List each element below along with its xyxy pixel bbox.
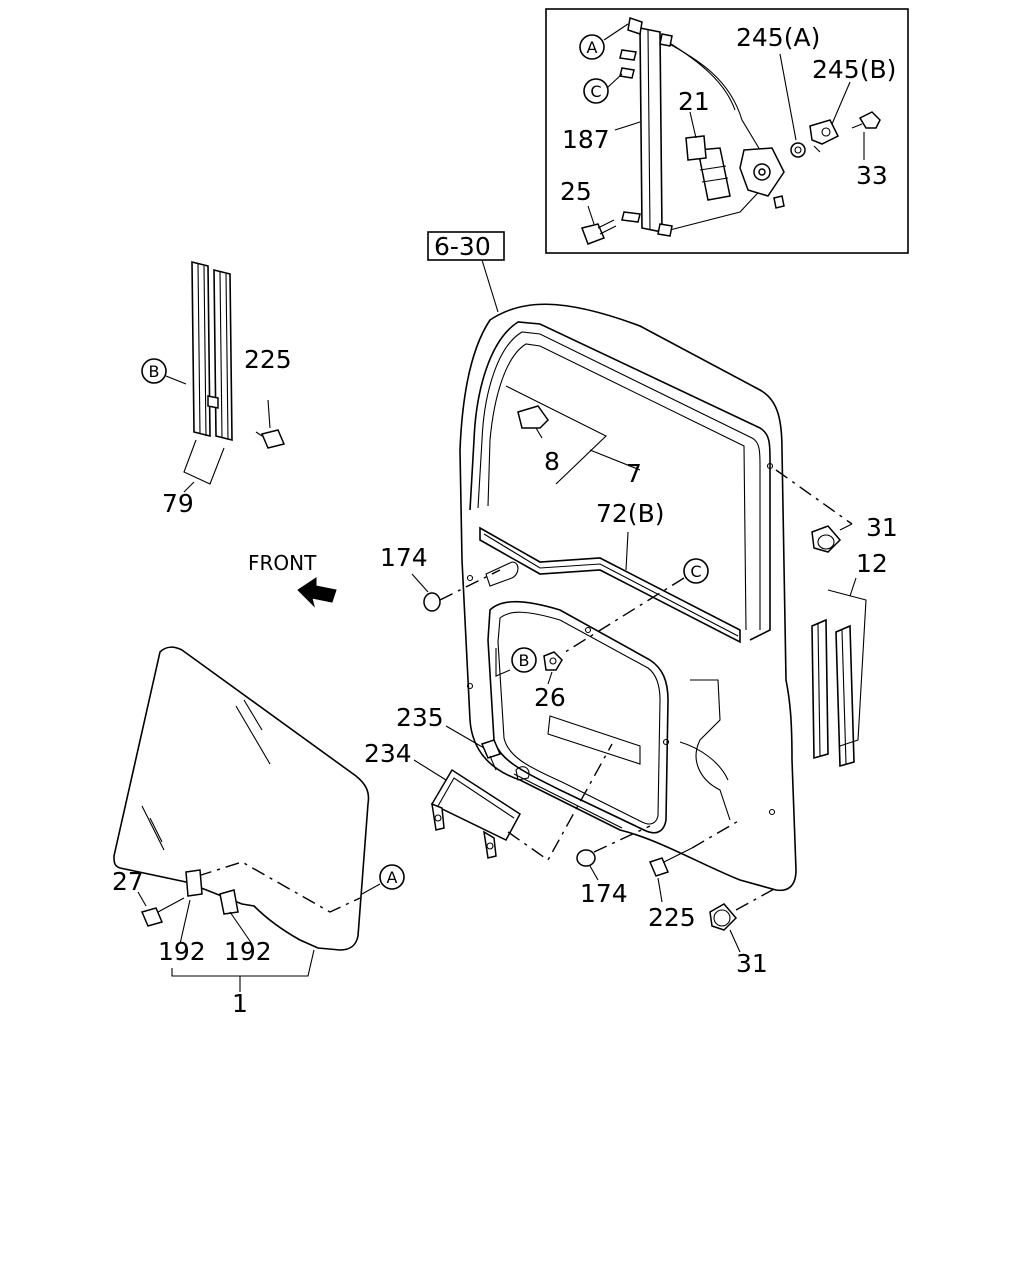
svg-text:B: B bbox=[149, 362, 160, 381]
label-25: 25 bbox=[560, 177, 592, 206]
label-245a: 245(A) bbox=[736, 23, 820, 52]
callout-c-door: C bbox=[683, 558, 709, 584]
bracket-234 bbox=[430, 768, 521, 859]
regulator-inset: A C 187 21 25 245(A) 245(B) 33 bbox=[545, 8, 909, 254]
label-187: 187 bbox=[562, 125, 610, 154]
label-245b: 245(B) bbox=[812, 55, 896, 84]
label-27: 27 bbox=[112, 867, 144, 896]
label-7: 7 bbox=[626, 459, 642, 488]
label-174-lower: 174 bbox=[580, 879, 628, 908]
label-12: 12 bbox=[856, 549, 888, 578]
label-192-b: 192 bbox=[224, 937, 272, 966]
label-235: 235 bbox=[396, 703, 444, 732]
motor-assembly bbox=[685, 135, 785, 209]
grommet-245b bbox=[809, 119, 840, 153]
hole-plug-174-upper bbox=[423, 592, 441, 612]
bumper-31-lower bbox=[709, 903, 738, 931]
bolt-225-rear bbox=[255, 429, 286, 449]
label-72b: 72(B) bbox=[596, 499, 664, 528]
inset-frame bbox=[545, 8, 909, 254]
callout-a-inset: A bbox=[579, 34, 605, 60]
label-26: 26 bbox=[534, 683, 566, 712]
label-225-rear: 225 bbox=[244, 345, 292, 374]
label-79: 79 bbox=[162, 489, 194, 518]
run-channel-rear bbox=[191, 260, 233, 442]
svg-text:B: B bbox=[519, 651, 530, 670]
svg-text:A: A bbox=[387, 868, 398, 887]
svg-text:C: C bbox=[690, 562, 701, 581]
callout-a-glass: A bbox=[379, 864, 405, 890]
door-glass bbox=[113, 646, 370, 951]
bolt-27 bbox=[140, 897, 185, 927]
bolt-25 bbox=[581, 219, 617, 245]
label-21: 21 bbox=[678, 87, 710, 116]
callout-b-channel: B bbox=[141, 358, 167, 384]
front-direction-arrow: FRONT bbox=[248, 551, 337, 608]
label-31-upper: 31 bbox=[866, 513, 898, 542]
front-arrow-icon bbox=[297, 577, 337, 608]
bumper-31-upper bbox=[811, 525, 842, 553]
bolt-235 bbox=[480, 739, 502, 771]
door-panel bbox=[459, 303, 797, 892]
front-label: FRONT bbox=[248, 551, 317, 575]
nut-26 bbox=[543, 651, 563, 671]
label-1: 1 bbox=[232, 989, 248, 1018]
door-reference-box: 6-30 bbox=[427, 231, 505, 313]
grommet-245a bbox=[790, 142, 806, 158]
run-channel-front bbox=[811, 589, 867, 768]
label-192-a: 192 bbox=[158, 937, 206, 966]
callout-b-door: B bbox=[511, 647, 537, 673]
callout-c-inset: C bbox=[583, 78, 609, 104]
label-234: 234 bbox=[364, 739, 412, 768]
label-174-upper: 174 bbox=[380, 543, 428, 572]
label-6-30: 6-30 bbox=[434, 232, 491, 261]
label-33: 33 bbox=[856, 161, 888, 190]
screw-33 bbox=[851, 111, 881, 129]
belt-weatherstrip bbox=[479, 526, 741, 644]
svg-text:C: C bbox=[590, 82, 601, 101]
label-225-lower: 225 bbox=[648, 903, 696, 932]
bolt-225-lower bbox=[648, 847, 693, 877]
clip-8 bbox=[517, 405, 549, 439]
label-8: 8 bbox=[544, 447, 560, 476]
label-31-lower: 31 bbox=[736, 949, 768, 978]
hole-plug-174-lower bbox=[576, 849, 596, 867]
svg-text:A: A bbox=[587, 38, 598, 57]
